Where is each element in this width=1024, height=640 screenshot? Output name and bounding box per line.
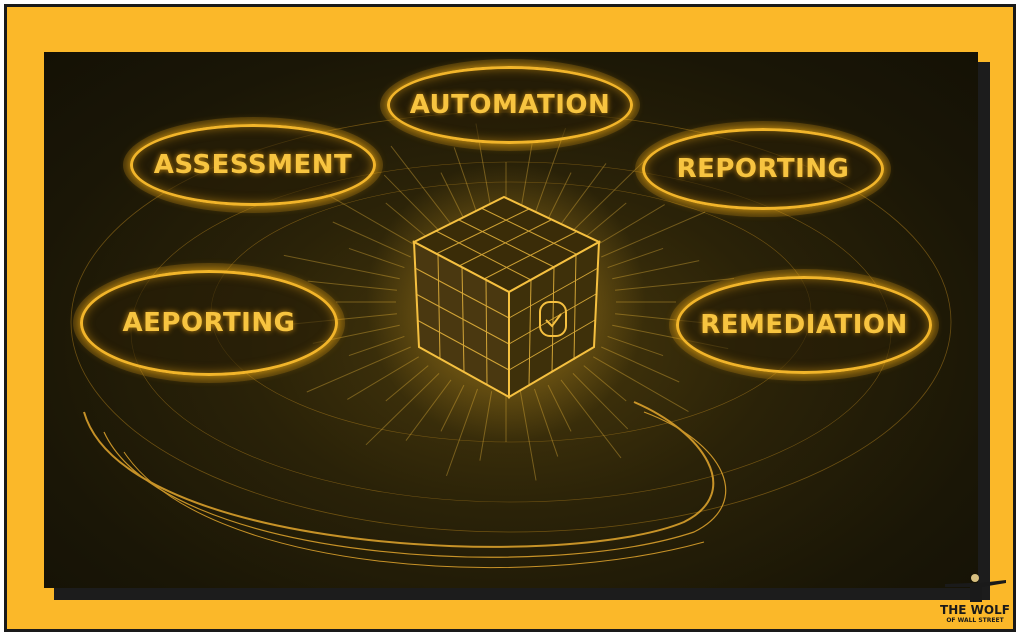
node-label: REPORTING bbox=[676, 154, 850, 184]
brand-line1: THE WOLF bbox=[940, 603, 1010, 617]
cube-icon bbox=[366, 162, 646, 442]
node-remediation: REMEDIATION bbox=[676, 276, 932, 374]
node-reporting: REPORTING bbox=[642, 128, 884, 210]
node-label: ASSESSMENT bbox=[153, 150, 353, 180]
node-label: AEPORTING bbox=[122, 308, 296, 338]
brand-logo: THE WOLF OF WALL STREET bbox=[940, 570, 1010, 630]
node-assessment: ASSESSMENT bbox=[130, 124, 376, 206]
shield-check-icon bbox=[539, 301, 567, 337]
node-aeporting: AEPORTING bbox=[80, 270, 338, 376]
node-label: REMEDIATION bbox=[700, 310, 908, 340]
man-silhouette-icon bbox=[945, 574, 1006, 602]
node-automation: AUTOMATION bbox=[387, 66, 633, 144]
brand-line2: OF WALL STREET bbox=[946, 617, 1004, 624]
illustration-panel: AUTOMATION ASSESSMENT REPORTING AEPORTIN… bbox=[44, 52, 978, 588]
node-label: AUTOMATION bbox=[409, 90, 611, 120]
